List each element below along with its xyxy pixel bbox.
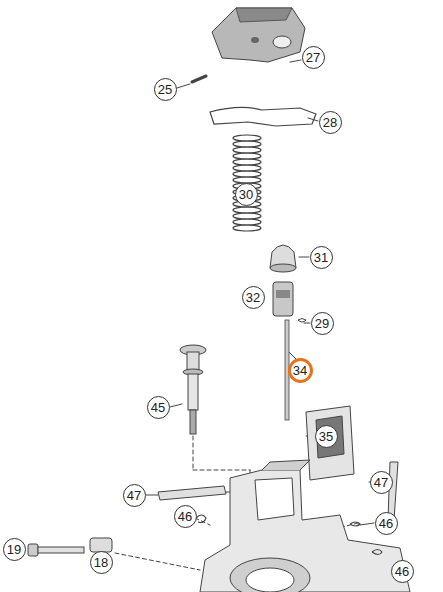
callout-text: 19 [7,543,21,556]
callout-number: 31 [310,246,333,269]
callout-number: 18 [90,551,113,574]
callout-text: 34 [293,364,307,377]
callout-text: 27 [306,51,320,64]
callout-number: 47 [123,484,146,507]
callout-number: 34 [288,358,313,383]
callout-text: 32 [246,291,260,304]
callout-text: 45 [151,401,165,414]
callout-text: 30 [239,188,253,201]
callout-text: 31 [314,251,328,264]
callout-text: 25 [158,83,172,96]
callout-number: 29 [311,312,334,335]
callout-text: 18 [94,556,108,569]
callout-text: 35 [319,430,333,443]
callout-number: 35 [315,425,338,448]
callout-number: 45 [147,396,170,419]
callout-text: 46 [178,510,192,523]
callout-text: 47 [127,489,141,502]
callout-text: 29 [315,317,329,330]
callout-number: 32 [242,286,265,309]
callout-number: 27 [302,46,325,69]
callout-number: 19 [3,538,26,561]
callout-number: 30 [235,183,258,206]
callout-number: 46 [174,505,197,528]
callout-number: 25 [154,78,177,101]
callout-text: 28 [323,116,337,129]
callout-text: 46 [379,517,393,530]
callout-text: 46 [395,565,409,578]
callout-number: 46 [391,560,414,583]
callout-number: 46 [375,512,398,535]
callout-number: 28 [319,111,342,134]
callout-text: 47 [374,476,388,489]
callout-number: 47 [370,471,393,494]
